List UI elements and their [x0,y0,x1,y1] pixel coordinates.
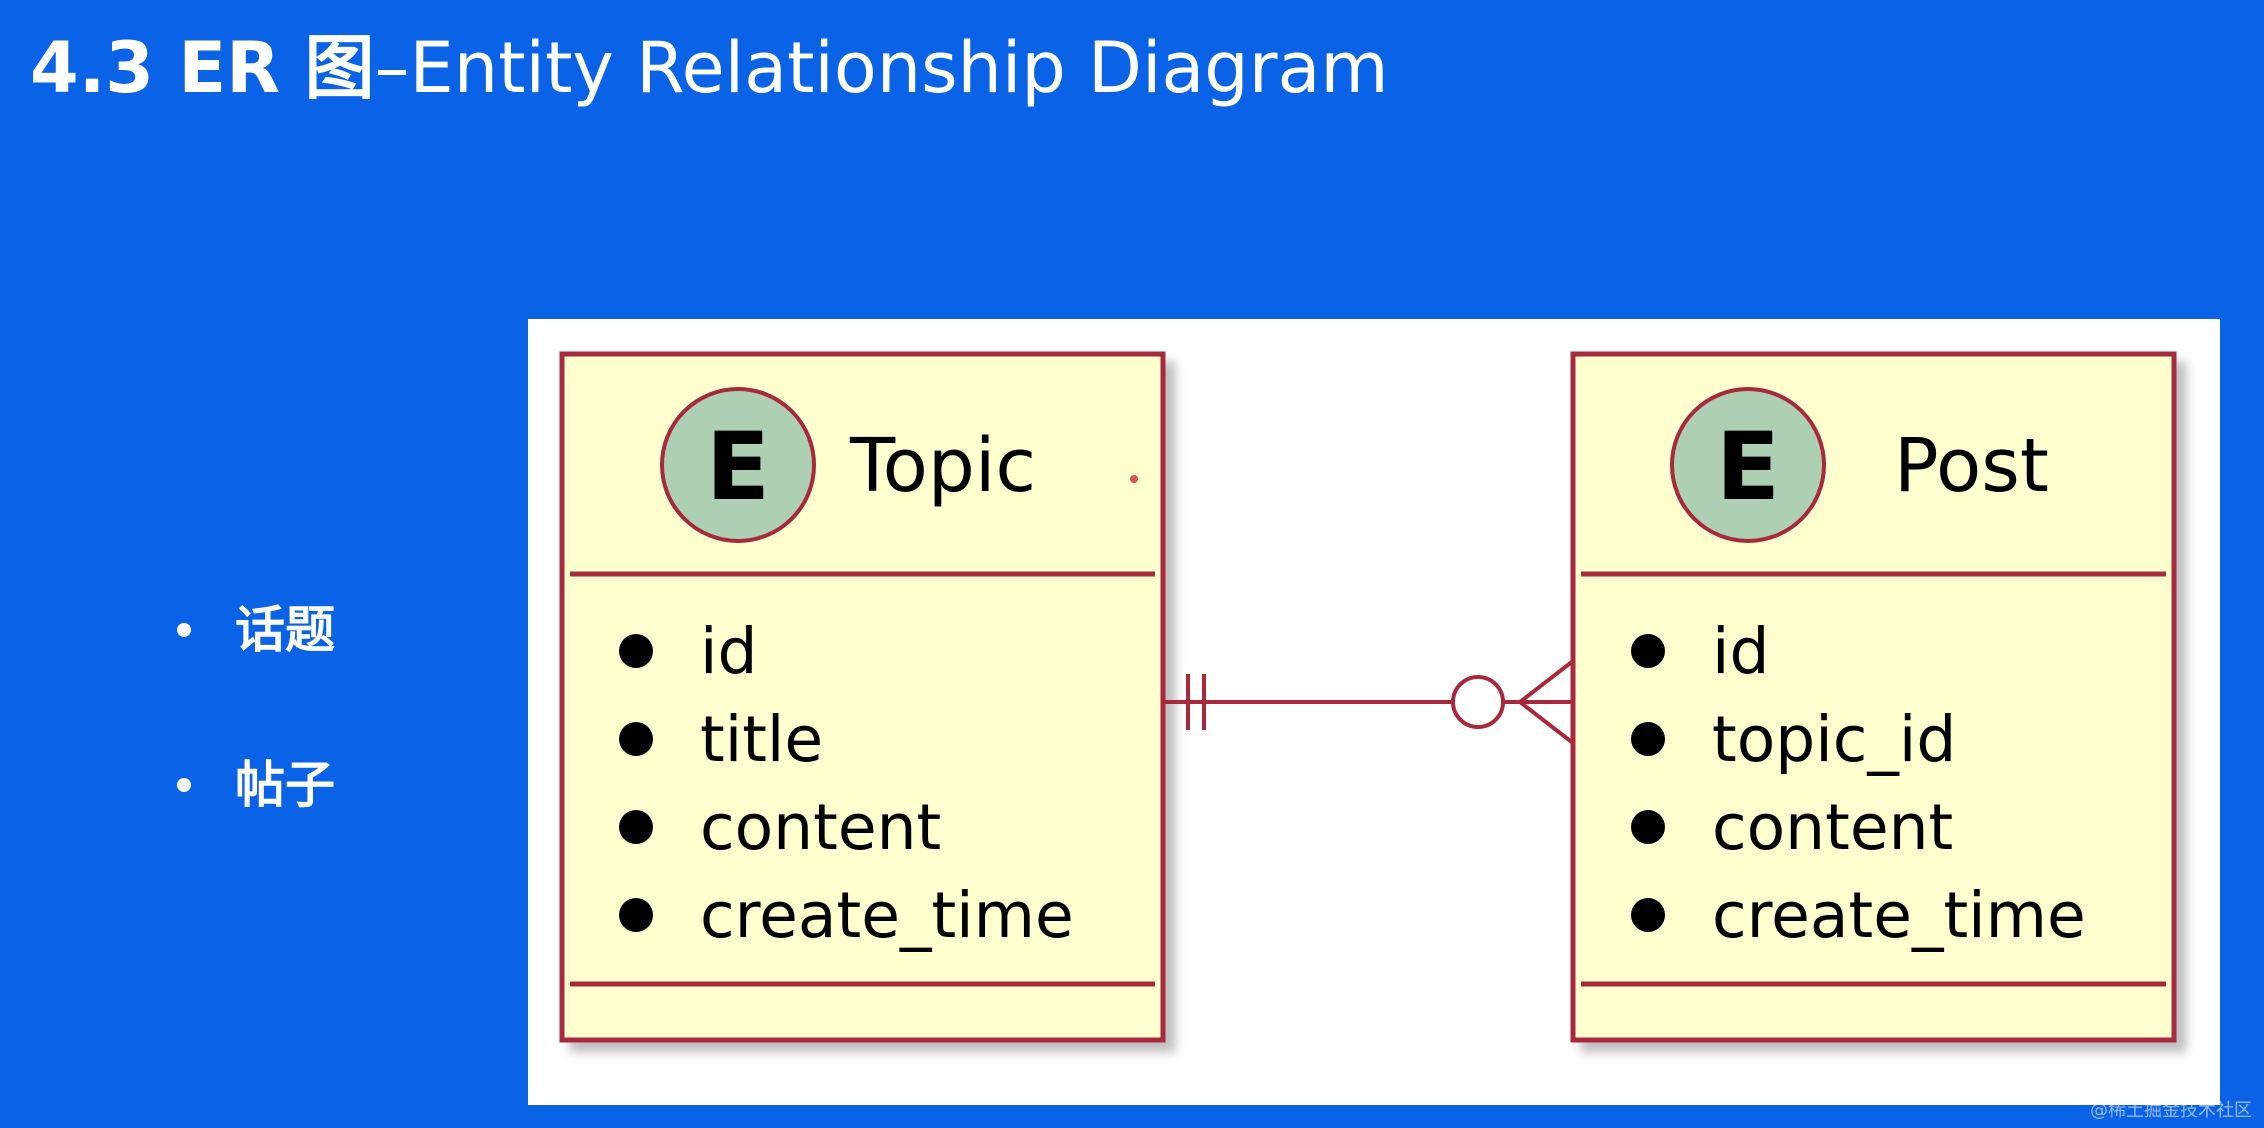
bullet-text: 帖子 [235,756,335,814]
crows-foot-icon [1518,659,1575,704]
slide-title-light: –Entity Relationship Diagram [374,27,1389,109]
entity-field: create_time [700,879,1074,952]
zero-marker-icon [1451,675,1505,729]
crows-foot-icon [1518,700,1575,745]
er-diagram: E Topic id title content create_time E P… [559,351,2177,1043]
entity-field: content [1712,791,1953,864]
entity-badge-icon [1670,387,1826,543]
relationship-connector [1165,659,1575,745]
entity-topic: E Topic id title content create_time [559,351,1166,1043]
field-bullet-icon [619,898,653,932]
bullet-item: 话题 [170,590,335,745]
slide-title: 4.3 ER 图–Entity Relationship Diagram [30,18,1389,118]
entity-field: create_time [1712,879,2086,952]
field-bullet-icon [1631,634,1665,668]
bullet-dot-icon [177,623,191,637]
entity-field: id [700,615,758,688]
field-bullet-icon [1631,722,1665,756]
field-bullet-icon [1631,898,1665,932]
bullet-dot-icon [177,778,191,792]
entity-post-box [1570,351,2177,1043]
slide-title-strong: 4.3 ER 图 [30,27,375,109]
entity-name: Post [1894,423,2049,509]
field-bullet-icon [619,722,653,756]
field-bullet-icon [619,810,653,844]
red-dot-marker [1130,475,1138,483]
entity-name: Topic [849,423,1036,509]
bullet-item: 帖子 [170,745,335,900]
entity-field: id [1712,615,1770,688]
field-bullet-icon [619,634,653,668]
entity-post: E Post id topic_id content create_time [1570,351,2177,1043]
entity-badge-icon [660,387,816,543]
entity-field: topic_id [1712,703,1956,776]
entity-badge-letter: E [1716,413,1780,522]
bullet-list: 话题 帖子 [170,590,335,900]
entity-field: content [700,791,941,864]
watermark: @稀土掘金技术社区 [2090,1100,2252,1121]
entity-badge-letter: E [706,413,770,522]
field-bullet-icon [1631,810,1665,844]
bullet-text: 话题 [235,601,335,659]
entity-field: title [700,703,823,776]
er-diagram-panel: E Topic id title content create_time E P… [528,319,2220,1105]
